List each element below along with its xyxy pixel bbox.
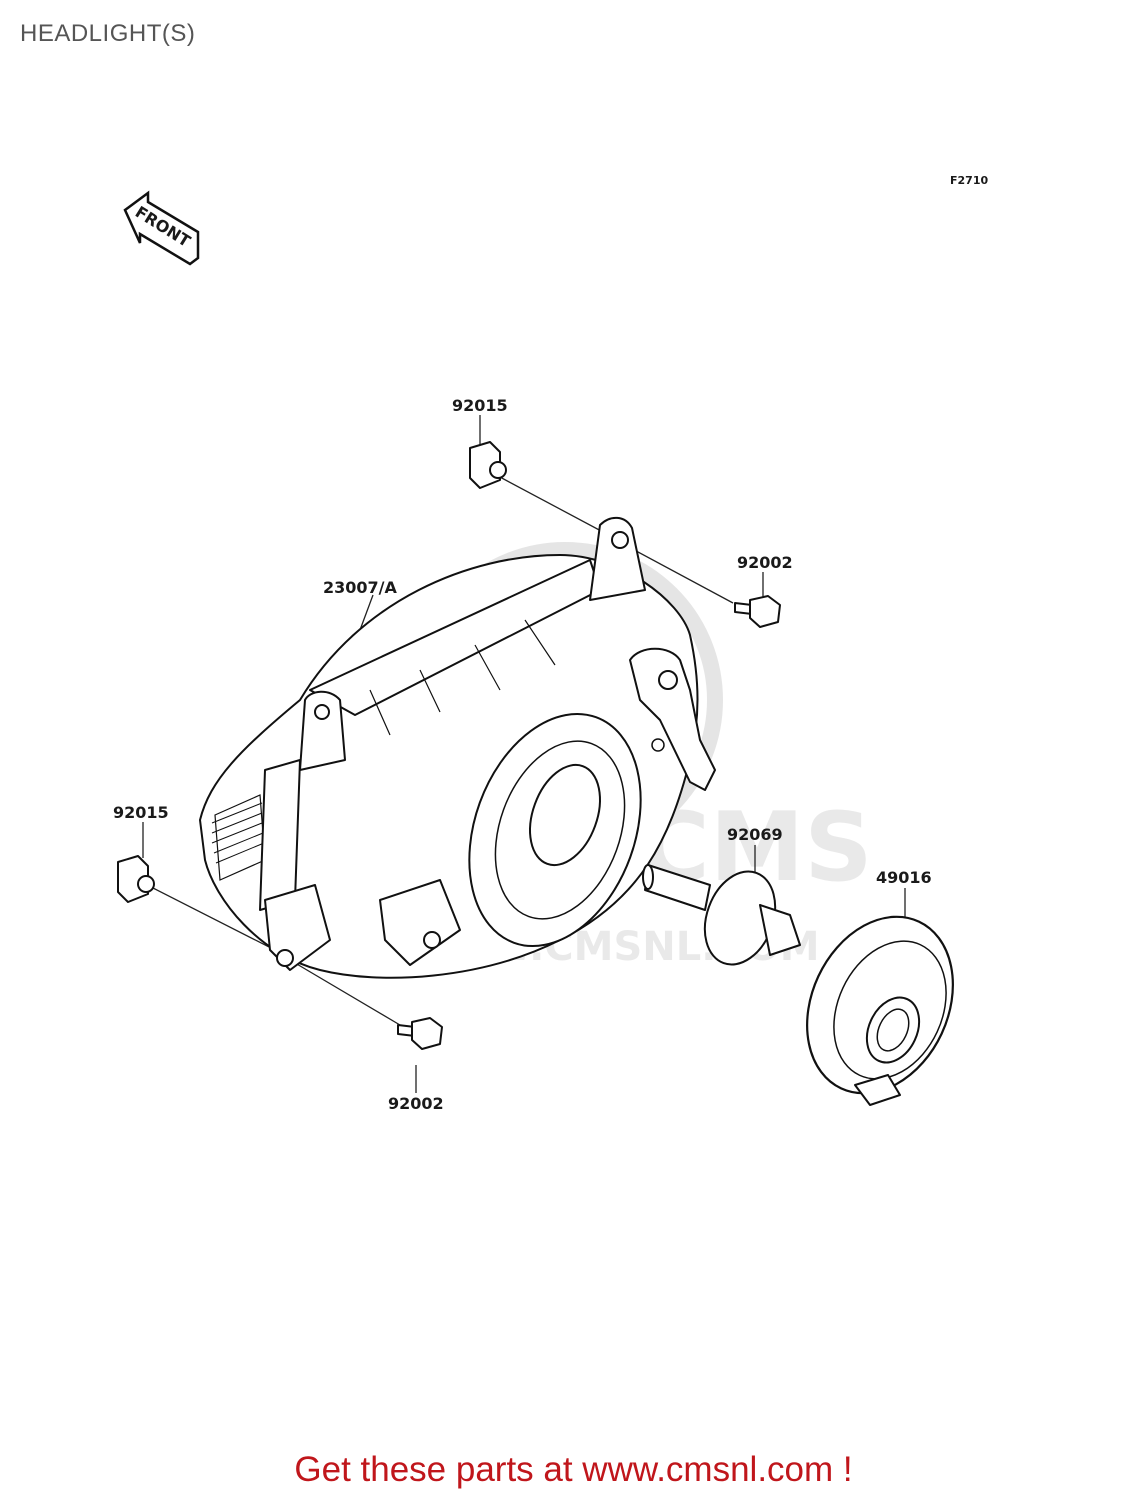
rubber-cap: [806, 915, 954, 1106]
bolt-top: [734, 595, 781, 628]
clip-nut-top: [469, 441, 507, 489]
callout-housing: 23007/A: [323, 578, 398, 597]
footer-link[interactable]: Get these parts at www.cmsnl.com !: [294, 1450, 853, 1489]
callout-clip-top: 92015: [452, 396, 508, 415]
callout-bolt-top: 92002: [737, 553, 793, 572]
clip-nut-left: [117, 855, 155, 903]
front-arrow-icon: FRONT: [123, 190, 200, 266]
page-title: HEADLIGHT(S): [20, 20, 196, 47]
callout-cap: 49016: [876, 868, 932, 887]
bulb: [642, 864, 801, 966]
callout-clip-left: 92015: [113, 803, 169, 822]
headlight-housing: [199, 516, 716, 979]
bolt-bottom: [397, 1017, 443, 1050]
callout-bulb: 92069: [727, 825, 783, 844]
figure-code: F2710: [950, 174, 988, 187]
callout-bolt-bottom: 92002: [388, 1094, 444, 1113]
